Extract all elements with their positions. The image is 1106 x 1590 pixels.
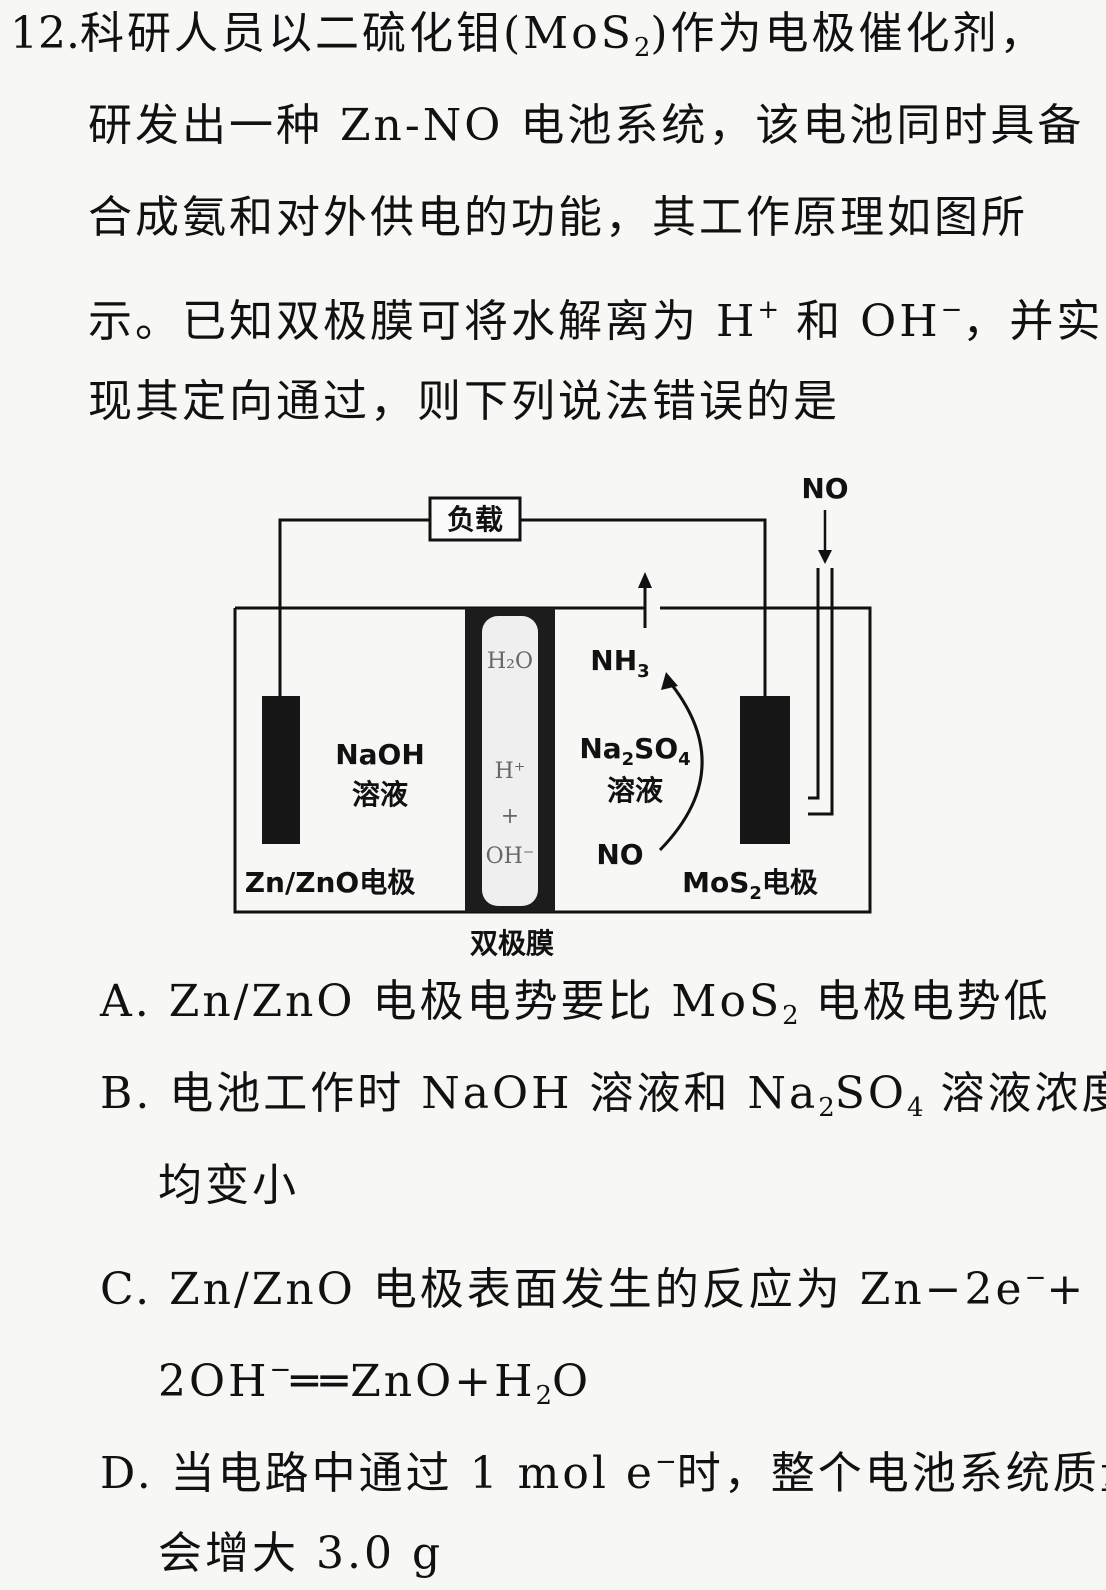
bipolar-membrane-core: [482, 616, 538, 906]
naoh-label: NaOH: [335, 738, 425, 771]
option-d-line-2: 会增大 3.0 g: [158, 1528, 444, 1579]
no-reactant-label: NO: [596, 838, 643, 871]
battery-diagram-svg: 负载 NO H₂O H⁺ + OH⁻ NaOH 溶液 Zn/ZnO电极 NH3 …: [233, 472, 872, 960]
mos2-formula: MoS2: [523, 8, 651, 63]
load-box: [428, 496, 522, 542]
wire-right: [520, 518, 767, 696]
option-b-line-1: B. 电池工作时 NaOH 溶液和 Na2SO4 溶液浓度: [100, 1068, 1106, 1123]
wire-left: [278, 518, 430, 696]
mos2-electrode: [740, 696, 790, 844]
stem-line-1: 12.科研人员以二硫化钼(MoS2)作为电极催化剂，: [10, 8, 1047, 74]
membrane-plus: +: [501, 804, 519, 829]
membrane-label: 双极膜: [470, 927, 554, 960]
stem-text: 科研人员以二硫化钼(: [79, 8, 524, 59]
left-solution-label: 溶液: [352, 778, 408, 811]
mos2-electrode-label: MoS2电极: [682, 866, 818, 904]
stem-line-4: 示。已知双极膜可将水解离为 H+ 和 OH−，并实: [88, 295, 1104, 347]
inlet-tube: [808, 568, 834, 816]
option-c-line-2: 2OH−══ZnO+H2O: [158, 1355, 592, 1411]
no-inlet-arrowhead: [818, 550, 832, 564]
membrane-oh-minus: OH⁻: [486, 844, 535, 869]
no-inlet-label: NO: [801, 472, 848, 505]
tank-outline: [233, 606, 872, 914]
option-c-line-1: C. Zn/ZnO 电极表面发生的反应为 Zn−2e−+: [100, 1263, 1087, 1315]
nh3-outlet-arrowhead: [638, 572, 652, 588]
membrane-h2o: H₂O: [487, 649, 533, 674]
membrane-h-plus: H⁺: [495, 759, 526, 784]
battery-diagram: 负载 NO H₂O H⁺ + OH⁻ NaOH 溶液 Zn/ZnO电极 NH3 …: [220, 468, 910, 978]
option-d-line-1: D. 当电路中通过 1 mol e−时，整个电池系统质量: [100, 1447, 1106, 1499]
stem-line-2: 研发出一种 Zn-NO 电池系统，该电池同时具备: [88, 100, 1085, 151]
stem-line-3: 合成氨和对外供电的功能，其工作原理如图所: [88, 192, 1028, 243]
right-solution-label: 溶液: [607, 774, 663, 807]
nh3-label: NH3: [590, 644, 649, 682]
option-a: A. Zn/ZnO 电极电势要比 MoS2 电极电势低: [100, 976, 1051, 1031]
zn-electrode-label: Zn/ZnO电极: [245, 866, 416, 899]
stem-line-5: 现其定向通过，则下列说法错误的是: [88, 376, 840, 427]
stem-text: )作为电极催化剂，: [650, 8, 1047, 59]
conversion-arrow: [658, 679, 704, 852]
option-b-line-2: 均变小: [158, 1160, 299, 1211]
question-number: 12.: [10, 8, 80, 59]
zn-electrode: [262, 696, 300, 844]
conversion-arrowhead: [661, 672, 678, 690]
na2so4-label: Na2SO4: [579, 732, 690, 770]
load-label: 负载: [447, 503, 503, 536]
